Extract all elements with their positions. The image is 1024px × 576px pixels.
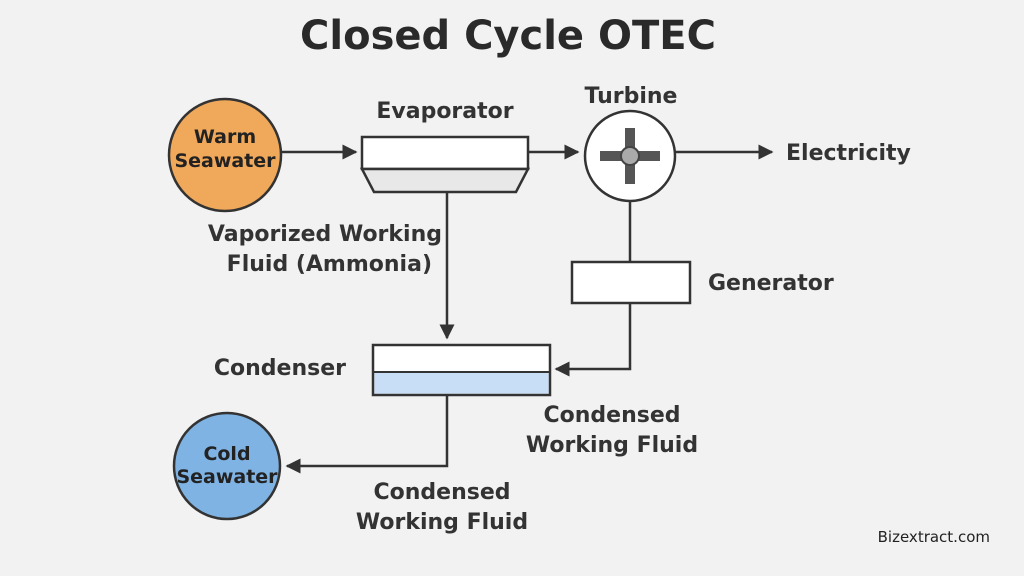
condensed-bottom-label-line1: Condensed xyxy=(373,480,510,505)
cold-seawater-label-line1: Cold xyxy=(203,443,250,465)
warm-seawater-circle xyxy=(167,97,283,213)
warm-seawater-label-line1: Warm xyxy=(194,126,256,148)
cold-seawater-circle xyxy=(172,411,282,521)
generator-node: Generator xyxy=(570,260,834,305)
vaporized-label-line1: Vaporized Working xyxy=(208,222,442,247)
evaporator-box xyxy=(360,135,530,171)
electricity-label: Electricity xyxy=(786,141,911,166)
generator-label: Generator xyxy=(708,271,834,296)
turbine-node: Turbine xyxy=(583,84,678,203)
condensed-right-label-line2: Working Fluid xyxy=(526,433,698,458)
cold-seawater-node: Cold Seawater xyxy=(172,411,282,521)
turbine-fan-icon xyxy=(600,128,660,184)
evaporator-node: Evaporator xyxy=(359,99,531,194)
condenser-to-cold-arrow xyxy=(285,395,449,474)
vaporized-label-line2: Fluid (Ammonia) xyxy=(227,252,432,277)
diagram-title: Closed Cycle OTEC xyxy=(300,13,716,59)
watermark-text: Bizextract.com xyxy=(878,528,990,546)
condensed-bottom-label-line2: Working Fluid xyxy=(356,510,528,535)
cold-seawater-label-line2: Seawater xyxy=(176,466,278,488)
evaporator-label: Evaporator xyxy=(376,99,513,124)
turbine-label: Turbine xyxy=(585,84,678,109)
warm-seawater-label-line2: Seawater xyxy=(174,150,276,172)
condenser-liquid xyxy=(374,372,549,394)
condensed-right-label-line1: Condensed xyxy=(543,403,680,428)
generator-box xyxy=(570,260,692,305)
condenser-label: Condenser xyxy=(214,356,346,381)
condenser-node: Condenser xyxy=(214,343,552,397)
warm-seawater-node: Warm Seawater xyxy=(167,97,283,213)
generator-to-condenser-arrow xyxy=(554,303,632,377)
evaporator-base xyxy=(359,167,531,194)
